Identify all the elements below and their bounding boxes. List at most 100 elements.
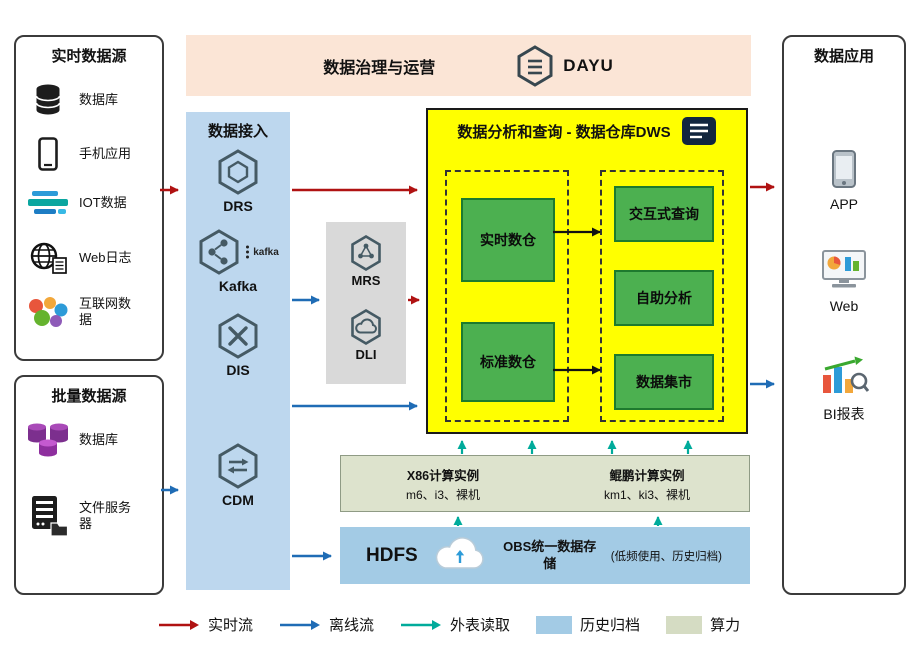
source-label: 文件服务器 [79,499,132,531]
source-item-mobile-app: 手机应用 [24,137,160,171]
database-stack-icon [24,419,72,461]
app-item-bi-report: BI报表 [784,355,904,424]
compute-spec: km1、ki3、裸机 [603,487,690,502]
middleware-box: MRS DLI [326,222,406,384]
interactive-query-box: 交互式查询 [614,186,714,242]
realtime-sources-title: 实时数据源 [51,48,127,65]
source-item-web-log: Web日志 [24,242,160,274]
middleware-label: MRS [351,273,381,288]
dli-icon [351,308,381,346]
web-log-icon [24,242,72,274]
warehouse-group: 实时数仓 标准数仓 [445,170,569,422]
red-arrow-icon [159,619,199,630]
dayu-logo: DAYU [515,44,614,88]
compute-power-swatch [666,615,703,634]
source-label: 互联网数据 [79,295,132,327]
services-group: 交互式查询 自助分析 数据集市 [600,170,724,422]
governance-banner: 数据治理与运营 DAYU [186,35,751,96]
realtime-sources-panel: 实时数据源 数据库 手机应用 IOT数据 Web日志 [14,35,164,361]
drs-icon [218,149,258,195]
source-label: 数据库 [79,91,119,107]
source-item-iot: IOT数据 [24,189,160,217]
ingest-label: Kafka [218,278,258,294]
legend: 实时流 离线流 外表读取 历史归档 算力 [158,614,740,635]
blue-arrow-icon [280,619,321,630]
dws-title-row: 数据分析和查询 - 数据仓库DWS [428,116,746,146]
legend-label: 实时流 [208,617,254,634]
legend-compute-power: 算力 [666,614,740,635]
file-server-icon [24,495,72,537]
kafka-icon [199,229,239,275]
source-item-file-server: 文件服务器 [24,495,160,537]
dws-title: 数据分析和查询 - 数据仓库DWS [457,123,671,141]
middleware-label: DLI [355,347,377,362]
phone-icon [24,137,72,171]
self-service-analysis-box: 自助分析 [614,270,714,326]
teal-arrow-icon [401,619,442,630]
service-label: 数据集市 [636,374,692,390]
standard-warehouse-box: 标准数仓 [461,322,555,402]
app-label: APP [829,196,858,212]
dws-box: 数据分析和查询 - 数据仓库DWS 实时数仓 标准数仓 交互式查询 自助分析 数… [426,108,748,434]
ingest-item-drs: DRS [186,148,290,214]
compute-instances-box: X86计算实例 m6、i3、裸机 鲲鹏计算实例 km1、ki3、裸机 [340,455,750,512]
legend-external-read: 外表读取 [400,614,510,635]
bi-report-icon [823,356,869,393]
service-label: 自助分析 [636,290,692,306]
app-item-web: Web [784,249,904,314]
source-label: IOT数据 [79,194,127,210]
x86-compute: X86计算实例 m6、i3、裸机 [341,456,545,511]
ingest-item-cdm: CDM [186,442,290,508]
source-label: 手机应用 [79,145,132,161]
legend-label: 算力 [710,617,741,634]
service-label: 交互式查询 [629,206,699,222]
database-icon [24,82,72,118]
source-label: Web日志 [79,249,132,265]
app-item-app: APP [784,149,904,212]
history-archive-swatch [536,615,573,634]
dayu-icon [517,44,553,87]
ingest-item-kafka: kafka Kafka [186,228,290,294]
source-item-internet-data: 互联网数据 [24,295,160,329]
ingest-label: DIS [226,362,250,378]
compute-title: X86计算实例 [406,468,480,483]
ingest-item-dis: DIS [186,312,290,378]
obs-cloud-icon [435,536,484,569]
middleware-item-mrs: MRS [326,234,406,288]
legend-realtime-flow: 实时流 [158,614,253,635]
compute-spec: m6、i3、裸机 [405,487,480,502]
iot-icon [24,189,72,217]
internet-data-icon [24,295,72,329]
realtime-warehouse-box: 实时数仓 [461,198,555,282]
ingest-label: CDM [222,492,254,508]
legend-label: 历史归档 [580,617,641,634]
kafka-dots-icon [246,245,250,259]
data-ingest-column: 数据接入 DRS kafka Kafka DIS CDM [186,112,290,590]
data-ingest-title: 数据接入 [207,123,268,140]
middleware-item-dli: DLI [326,308,406,362]
legend-offline-flow: 离线流 [279,614,374,635]
governance-title: 数据治理与运营 [323,59,436,77]
warehouse-label: 实时数仓 [480,232,536,248]
dis-icon [218,313,258,359]
batch-sources-panel: 批量数据源 数据库 文件服务器 [14,375,164,595]
obs-note: (低频使用、历史归档) [610,550,722,563]
legend-history-archive: 历史归档 [536,614,640,635]
kafka-wordmark: kafka [244,245,279,259]
dayu-text: DAYU [563,55,614,75]
app-phone-icon [832,150,856,188]
source-item-database: 数据库 [24,82,160,118]
report-doc-icon [681,117,716,145]
legend-label: 外表读取 [450,617,511,634]
app-label: Web [829,298,859,314]
obs-label: OBS统一数据存储 [503,538,597,571]
source-item-batch-database: 数据库 [24,419,160,461]
warehouse-label: 标准数仓 [480,354,536,370]
source-label: 数据库 [79,431,119,447]
hdfs-label: HDFS [366,544,418,566]
kafka-wordmark-text: kafka [253,246,279,258]
data-mart-box: 数据集市 [614,354,714,410]
data-applications-title: 数据应用 [813,48,874,65]
ingest-label: DRS [223,198,253,214]
batch-sources-title: 批量数据源 [51,388,127,405]
